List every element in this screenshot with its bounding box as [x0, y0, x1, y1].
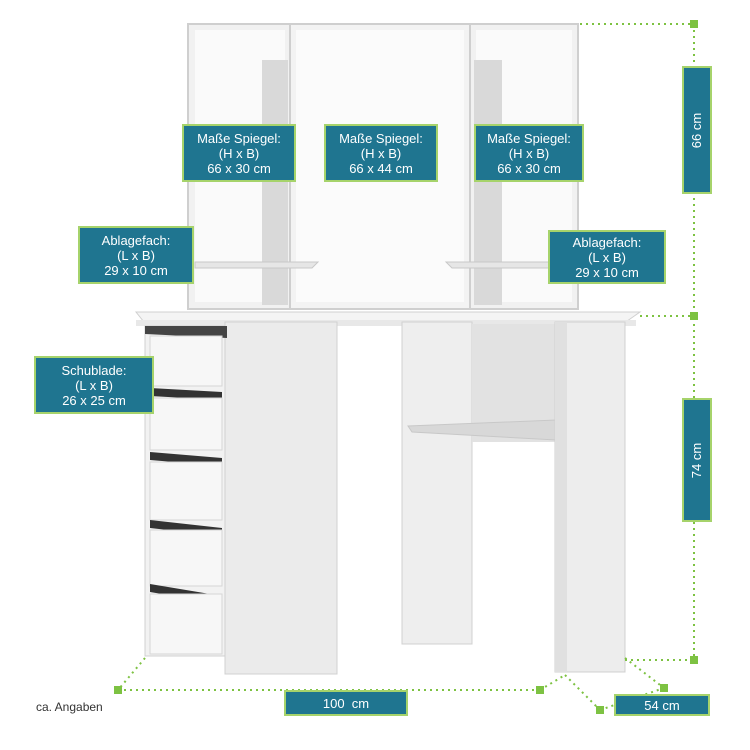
mirror-height-label: 66 cm — [682, 66, 712, 194]
mirror-label-left: Maße Spiegel: (H x B) 66 x 30 cm — [182, 124, 296, 182]
mirror-label-title: Maße Spiegel: — [339, 130, 423, 146]
mirror-label-right: Maße Spiegel: (H x B) 66 x 30 cm — [474, 124, 584, 182]
mirror-label-value: 66 x 44 cm — [349, 160, 413, 176]
drawer-label: Schublade: (L x B) 26 x 25 cm — [34, 356, 154, 414]
shelf-label-left: Ablagefach: (L x B) 29 x 10 cm — [78, 226, 194, 284]
drawer-label-title: Schublade: — [61, 362, 127, 378]
shelf-label-value: 29 x 10 cm — [575, 264, 639, 280]
mirror-label-value: 66 x 30 cm — [207, 160, 271, 176]
mirror-label-value: 66 x 30 cm — [497, 160, 561, 176]
mirror-label-title: Maße Spiegel: — [197, 130, 281, 146]
mirror-label-dims: (H x B) — [218, 145, 260, 161]
table-height-value: 74 cm — [689, 442, 705, 478]
approx-note: ca. Angaben — [36, 700, 103, 714]
shelf-label-title: Ablagefach: — [572, 234, 642, 250]
drawer-label-dims: (L x B) — [75, 377, 113, 393]
depth-label: 54 cm — [614, 694, 710, 716]
shelf-label-title: Ablagefach: — [101, 232, 171, 248]
drawer-cabinet — [144, 321, 338, 675]
guide-endpoints — [114, 20, 698, 714]
shelf-label-dims: (L x B) — [117, 247, 155, 263]
shelf-label-dims: (L x B) — [588, 249, 626, 265]
table-height-label: 74 cm — [682, 398, 712, 522]
mirror-label-dims: (H x B) — [360, 145, 402, 161]
mirror-label-title: Maße Spiegel: — [487, 130, 571, 146]
shelf-label-value: 29 x 10 cm — [104, 262, 168, 278]
width-label: 100 cm — [284, 690, 408, 716]
drawer-label-value: 26 x 25 cm — [62, 392, 126, 408]
shelves — [194, 261, 573, 269]
left-shelf — [194, 261, 320, 269]
mirror-label-dims: (H x B) — [508, 145, 550, 161]
shelf-label-right: Ablagefach: (L x B) 29 x 10 cm — [548, 230, 666, 284]
desk-legs — [401, 321, 626, 673]
width-value: 100 cm — [322, 695, 370, 711]
mirror-height-value: 66 cm — [689, 112, 705, 148]
mirror-label-center: Maße Spiegel: (H x B) 66 x 44 cm — [324, 124, 438, 182]
depth-value: 54 cm — [644, 697, 680, 713]
